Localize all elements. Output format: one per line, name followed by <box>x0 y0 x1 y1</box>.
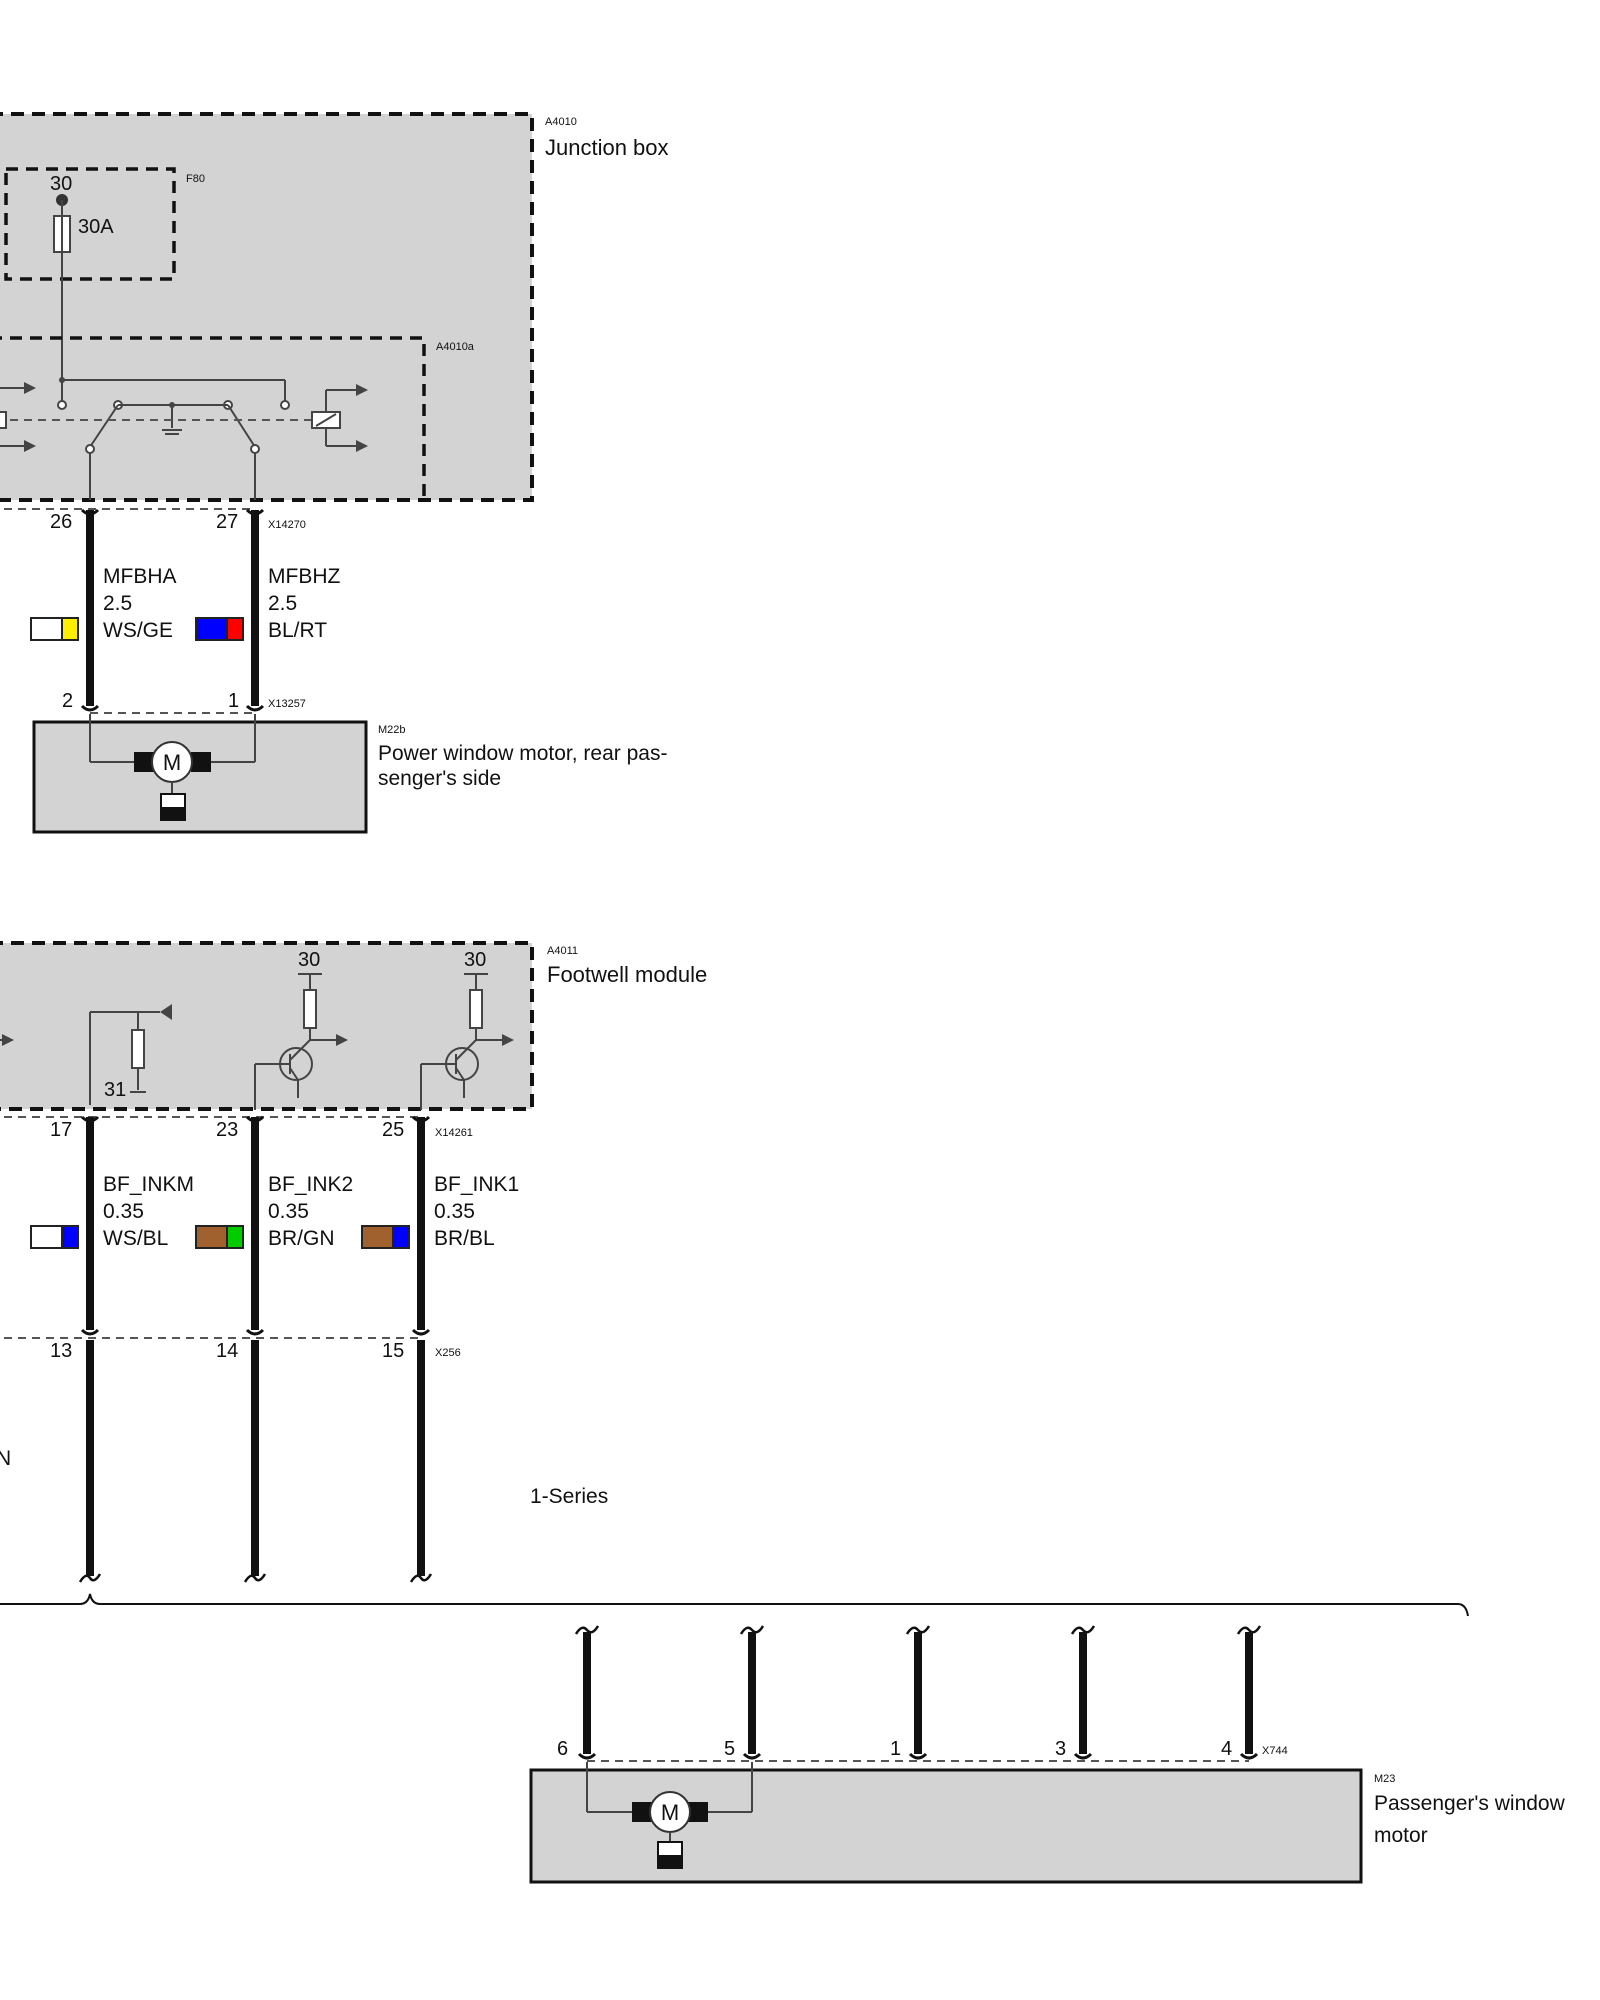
wire-bf-ink2: BF_INK2 0.35 BR/GN <box>195 1173 353 1250</box>
passenger-motor-name-line2: motor <box>1374 1824 1428 1847</box>
wire-bf-ink1: BF_INK1 0.35 BR/BL <box>361 1173 519 1250</box>
pin-27: 27 <box>216 511 238 533</box>
wire-color-code: WS/BL <box>103 1227 168 1250</box>
wire-signal: MFBHA <box>103 565 177 588</box>
wire-gauge: 2.5 <box>268 592 297 615</box>
pin-17: 17 <box>50 1119 72 1141</box>
passenger-window-motor: M <box>529 1762 1363 1884</box>
series-label: 1-Series <box>530 1485 608 1508</box>
fuse-terminal: 30 <box>50 173 72 195</box>
pin-25: 25 <box>382 1119 404 1141</box>
rear-motor-name-line2: senger's side <box>378 767 501 790</box>
terminal-30-b: 30 <box>464 949 486 971</box>
ground-31: 31 <box>104 1079 126 1101</box>
pin-13: 13 <box>50 1340 72 1362</box>
pin-14: 14 <box>216 1340 238 1362</box>
edge-fragment: N <box>0 1447 11 1470</box>
footwell-internals: 31 30 30 <box>0 949 514 1110</box>
connector-x14261-label: X14261 <box>435 1127 473 1139</box>
connector-x14270-label: X14270 <box>268 519 306 531</box>
rear-window-motor: M <box>32 714 368 834</box>
connector-x13257: 2 1 X13257 <box>62 690 306 714</box>
wire-mfbha: MFBHA 2.5 WS/GE <box>30 565 177 642</box>
connector-x14270: 26 27 X14270 <box>0 508 306 533</box>
fuse-rating: 30A <box>78 216 114 238</box>
wire-color-code: BR/GN <box>268 1227 335 1250</box>
wire-signal: BF_INK2 <box>268 1173 353 1196</box>
footwell-name: Footwell module <box>547 962 707 987</box>
footwell-id: A4011 <box>547 945 578 957</box>
motor-m-symbol: M <box>661 1800 679 1825</box>
wire-color-code: WS/GE <box>103 619 173 642</box>
terminal-30-a: 30 <box>298 949 320 971</box>
passenger-wires <box>574 1625 1262 1762</box>
pin-2: 2 <box>62 690 73 712</box>
junction-box <box>0 112 534 502</box>
wire-gauge: 2.5 <box>103 592 132 615</box>
pin-5: 5 <box>724 1738 735 1760</box>
junction-box-name: Junction box <box>545 135 669 160</box>
connector-x256-label: X256 <box>435 1347 461 1359</box>
pin-23: 23 <box>216 1119 238 1141</box>
pin-6: 6 <box>557 1738 568 1760</box>
fuse-f80: F80 30 30A <box>4 167 205 380</box>
wire-signal: MFBHZ <box>268 565 340 588</box>
relay-id: A4010a <box>436 341 475 353</box>
relay-a4010a: A4010a <box>0 336 475 500</box>
wire-color-code: BL/RT <box>268 619 327 642</box>
wire-gauge: 0.35 <box>434 1200 475 1223</box>
rear-motor-id: M22b <box>378 724 406 736</box>
pin-26: 26 <box>50 511 72 533</box>
rear-motor-name-line1: Power window motor, rear pas- <box>378 742 667 765</box>
fuse-id: F80 <box>186 173 205 185</box>
pin-3: 3 <box>1055 1738 1066 1760</box>
pin-4: 4 <box>1221 1738 1232 1760</box>
motor-m-symbol: M <box>163 750 181 775</box>
connector-x13257-label: X13257 <box>268 698 306 710</box>
junction-box-id: A4010 <box>545 116 577 128</box>
footwell-module <box>0 941 534 1111</box>
wire-signal: BF_INK1 <box>434 1173 519 1196</box>
wire-gauge: 0.35 <box>268 1200 309 1223</box>
pin-15: 15 <box>382 1340 404 1362</box>
connector-x256: 13 14 15 X256 <box>0 1328 461 1362</box>
connector-x14261: 17 23 25 X14261 <box>0 1116 473 1141</box>
pin-1: 1 <box>228 690 239 712</box>
passenger-motor-id: M23 <box>1374 1773 1395 1785</box>
wire-signal: BF_INKM <box>103 1173 194 1196</box>
passenger-motor-name-line1: Passenger's window <box>1374 1792 1566 1815</box>
wire-gauge: 0.35 <box>103 1200 144 1223</box>
connector-x744-label: X744 <box>1262 1745 1288 1757</box>
pin-1: 1 <box>890 1738 901 1760</box>
connector-x744: 6 5 1 3 4 X744 <box>557 1738 1288 1760</box>
wire-bf-inkm: BF_INKM 0.35 WS/BL <box>30 1173 194 1250</box>
wire-color-code: BR/BL <box>434 1227 495 1250</box>
wire-mfbhz: MFBHZ 2.5 BL/RT <box>195 565 340 642</box>
series-brace <box>0 1593 1469 1617</box>
